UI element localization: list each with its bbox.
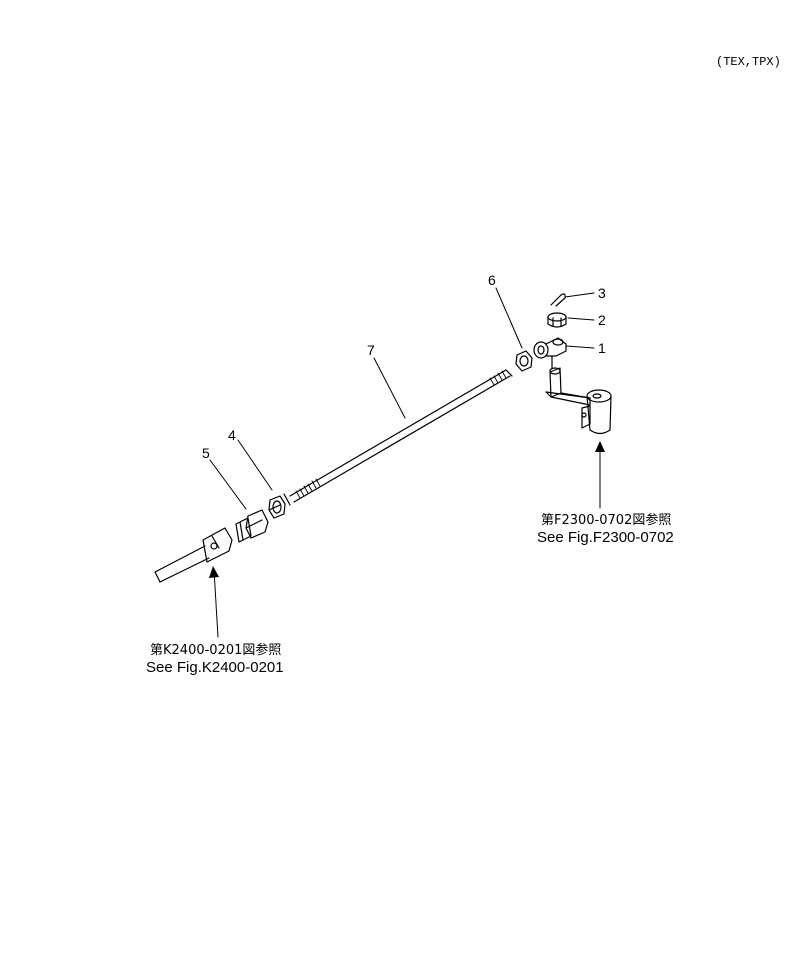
cotter-pin-part-3 (550, 293, 566, 307)
arrow-head-left (209, 566, 219, 578)
arrow-head-right (595, 441, 605, 452)
callout-part-5: 5 (202, 445, 210, 461)
reference-right-english: See Fig.F2300-0702 (537, 529, 674, 546)
callout-part-7: 7 (367, 342, 375, 358)
callout-part-2: 2 (598, 312, 606, 328)
reference-right-japanese: 第F2300-0702図参照 (541, 513, 672, 528)
callout-part-4: 4 (228, 427, 236, 443)
callout-part-3: 3 (598, 285, 606, 301)
ball-joint-part-1 (533, 337, 567, 369)
nut-part-6 (515, 350, 533, 372)
connector-part-5 (235, 509, 269, 543)
fork-shaft (154, 527, 233, 583)
reference-left-japanese: 第K2400-0201図参照 (150, 643, 282, 658)
lever-arm (545, 367, 612, 435)
nut-part-4 (268, 495, 286, 519)
callout-part-6: 6 (488, 272, 496, 288)
reference-arrows (213, 444, 601, 638)
variant-code: (TEX,TPX) (716, 55, 781, 69)
reference-left-english: See Fig.K2400-0201 (146, 659, 284, 676)
nut-part-2 (547, 312, 567, 328)
rod-part-7 (283, 369, 513, 506)
leader-lines (209, 287, 595, 510)
callout-part-1: 1 (598, 340, 606, 356)
